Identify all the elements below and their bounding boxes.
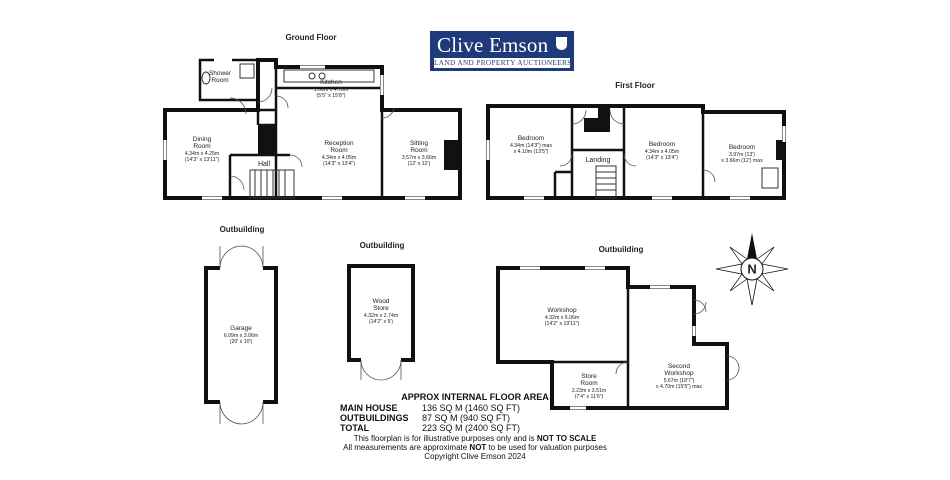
sitting-room-dim-imperial: (12' x 12') xyxy=(408,161,431,167)
store-room-label-2: Room xyxy=(580,380,597,387)
sitting-room-label: Sitting xyxy=(410,140,428,147)
bedroom-3-label: Bedroom xyxy=(729,144,755,151)
bedroom-1-dim-1: 4.34m (14'3") max xyxy=(510,143,552,149)
disclaimer-line-2: All measurements are approximate NOT to … xyxy=(0,443,950,453)
dining-room-label-2: Room xyxy=(193,143,210,150)
outbuilding-garage-title: Outbuilding xyxy=(220,225,265,234)
floor-area-table: MAIN HOUSE 136 SQ M (1460 SQ FT) OUTBUIL… xyxy=(340,403,520,433)
compass-rose-icon: N xyxy=(715,233,789,306)
disclaimer-line-1: This floorplan is for illustrative purpo… xyxy=(0,434,950,444)
wood-store-dim-metric: 4.32m x 2.74m xyxy=(364,313,398,319)
garage-dim-metric: 6.09m x 3.06m xyxy=(224,333,258,339)
kitchen-dim-metric: 1.66m x 4.78m xyxy=(314,87,348,93)
landing-label: Landing xyxy=(586,157,611,164)
first-floor-plan xyxy=(486,104,786,200)
second-workshop-label-2: Workshop xyxy=(664,370,694,377)
reception-room-dim-imperial: (14'3" x 13'4") xyxy=(323,161,355,167)
dining-room-dim-imperial: (14'3" x 13'11") xyxy=(185,157,220,163)
reception-room-label-2: Room xyxy=(330,147,347,154)
bedroom-1-label: Bedroom xyxy=(518,135,544,142)
kitchen-label: Kitchen xyxy=(320,79,342,86)
brand-tagline: LAND AND PROPERTY AUCTIONEERS xyxy=(434,58,572,68)
floor-area-row: MAIN HOUSE 136 SQ M (1460 SQ FT) xyxy=(340,403,520,413)
bedroom-2-label: Bedroom xyxy=(649,141,675,148)
floor-area-value: 87 SQ M (940 SQ FT) xyxy=(422,413,511,423)
first-floor-title: First Floor xyxy=(615,81,655,90)
hall-label: Hall xyxy=(258,161,271,168)
bedroom-3-dim-2: x 3.66m (12') max xyxy=(721,158,763,164)
garage-label: Garage xyxy=(230,325,252,332)
store-room-dim-metric: 2.23m x 3.51m xyxy=(572,388,606,394)
copyright-line: Copyright Clive Emson 2024 xyxy=(424,452,526,461)
brand-name: Clive Emson xyxy=(437,33,549,57)
kitchen-dim-imperial: (5'5" x 15'8") xyxy=(316,93,345,99)
sitting-room-label-2: Room xyxy=(410,147,427,154)
disclaimer-text: All measurements are approximate xyxy=(343,443,470,452)
workshop-label: Workshop xyxy=(547,307,577,314)
compass-north-letter: N xyxy=(747,262,756,277)
shower-room-label: Shower xyxy=(209,70,232,77)
floor-area-value: 223 SQ M (2400 SQ FT) xyxy=(422,423,521,433)
bedroom-1-dim-2: x 4.10m (13'5") xyxy=(514,149,549,155)
floor-area-label: MAIN HOUSE xyxy=(340,403,398,413)
shower-room-label-2: Room xyxy=(211,77,228,84)
floor-area-row: OUTBUILDINGS 87 SQ M (940 SQ FT) xyxy=(340,413,520,423)
reception-room-label: Reception xyxy=(324,140,354,147)
crest-icon xyxy=(556,37,567,50)
outbuilding-woodstore-title: Outbuilding xyxy=(360,241,405,250)
outbuilding-workshop-title: Outbuilding xyxy=(599,245,644,254)
sitting-room-dim-metric: 3.57m x 3.66m xyxy=(402,155,436,161)
disclaimer-text: to be used for valuation purposes xyxy=(486,443,607,452)
second-workshop-dim-1: 5.67m (18'7") xyxy=(664,378,695,384)
wood-store-plan xyxy=(347,264,415,381)
ground-floor-title: Ground Floor xyxy=(285,33,336,42)
floor-area-value: 136 SQ M (1460 SQ FT) xyxy=(422,403,521,413)
wood-store-label-2: Store xyxy=(373,305,389,312)
floor-area-row: TOTAL 223 SQ M (2400 SQ FT) xyxy=(340,423,520,433)
brand-logo: Clive Emson LAND AND PROPERTY AUCTIONEER… xyxy=(430,31,574,71)
floor-area-label: TOTAL xyxy=(340,423,370,433)
dining-room-label: Dining xyxy=(193,136,212,143)
floor-area-title: APPROX INTERNAL FLOOR AREA xyxy=(401,392,549,402)
workshop-plan xyxy=(496,266,740,410)
workshop-dim-metric: 4.32m x 6.06m xyxy=(545,315,579,321)
store-room-dim-imperial: (7'4" x 11'6") xyxy=(575,394,604,400)
bedroom-3-dim-1: 3.97m (13') xyxy=(729,152,755,158)
wood-store-label: Wood xyxy=(373,298,390,305)
bedroom-2-dim-metric: 4.34m x 4.05m xyxy=(645,149,679,155)
wood-store-dim-imperial: (14'2" x 9') xyxy=(369,319,394,325)
bedroom-2-dim-imperial: (14'3" x 13'4") xyxy=(646,155,678,161)
garage-dim-imperial: (20' x 10') xyxy=(230,339,253,345)
second-workshop-dim-2: x 4.70m (15'5") max xyxy=(656,384,702,390)
disclaimer-emphasis: NOT TO SCALE xyxy=(536,434,597,443)
disclaimer-emphasis: NOT xyxy=(469,443,487,452)
dining-room-dim-metric: 4.34m x 4.25m xyxy=(185,151,219,157)
workshop-dim-imperial: (14'2" x 19'11") xyxy=(545,321,580,327)
garage-plan xyxy=(204,245,278,425)
floor-area-label: OUTBUILDINGS xyxy=(340,413,409,423)
disclaimer-text: This floorplan is for illustrative purpo… xyxy=(353,434,537,443)
second-workshop-label: Second xyxy=(668,363,690,370)
ground-floor-plan xyxy=(163,58,462,200)
store-room-label: Store xyxy=(581,373,597,380)
reception-room-dim-metric: 4.34m x 4.05m xyxy=(322,155,356,161)
